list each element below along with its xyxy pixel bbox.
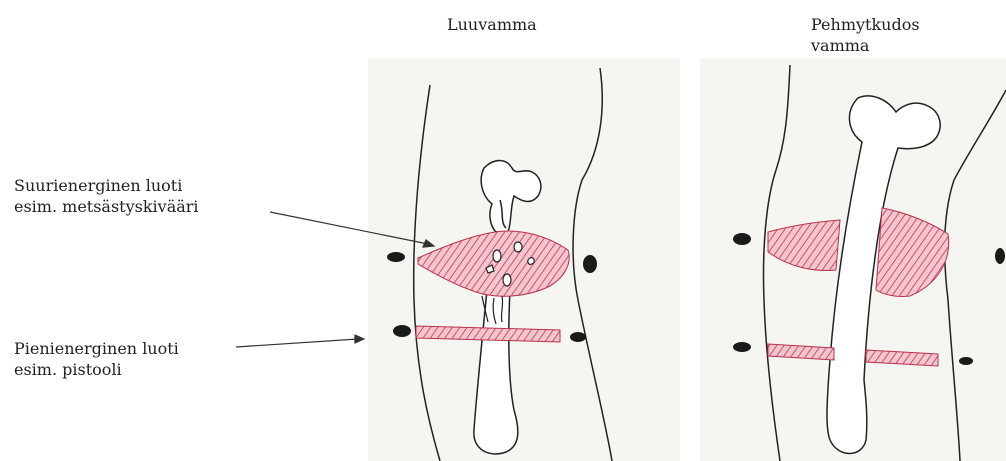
left-bullet-high-exit xyxy=(583,255,597,273)
left-bullet-low-entry xyxy=(393,325,411,337)
arrow-low-energy xyxy=(236,339,358,347)
right-panel-title-line2: vamma xyxy=(811,35,920,56)
right-bullet-low-entry xyxy=(733,342,751,352)
low-energy-label-line2: esim. pistooli xyxy=(14,359,179,380)
left-bullet-low-exit xyxy=(570,332,586,342)
high-energy-label-line2: esim. metsästyskivääri xyxy=(14,196,199,217)
high-energy-bullet-label: Suurienerginen luoti esim. metsästyskivä… xyxy=(14,175,199,217)
low-energy-bullet-label: Pienienerginen luoti esim. pistooli xyxy=(14,338,179,380)
right-bullet-high-entry xyxy=(733,233,751,245)
right-bullet-high-exit xyxy=(995,248,1005,264)
right-panel-title-line1: Pehmytkudos xyxy=(811,14,920,35)
right-bullet-low-exit xyxy=(959,357,973,365)
left-panel-title: Luuvamma xyxy=(447,14,537,35)
left-bullet-high-entry xyxy=(387,252,405,262)
right-panel-title: Pehmytkudos vamma xyxy=(811,14,920,56)
high-energy-label-line1: Suurienerginen luoti xyxy=(14,175,199,196)
low-energy-label-line1: Pienienerginen luoti xyxy=(14,338,179,359)
